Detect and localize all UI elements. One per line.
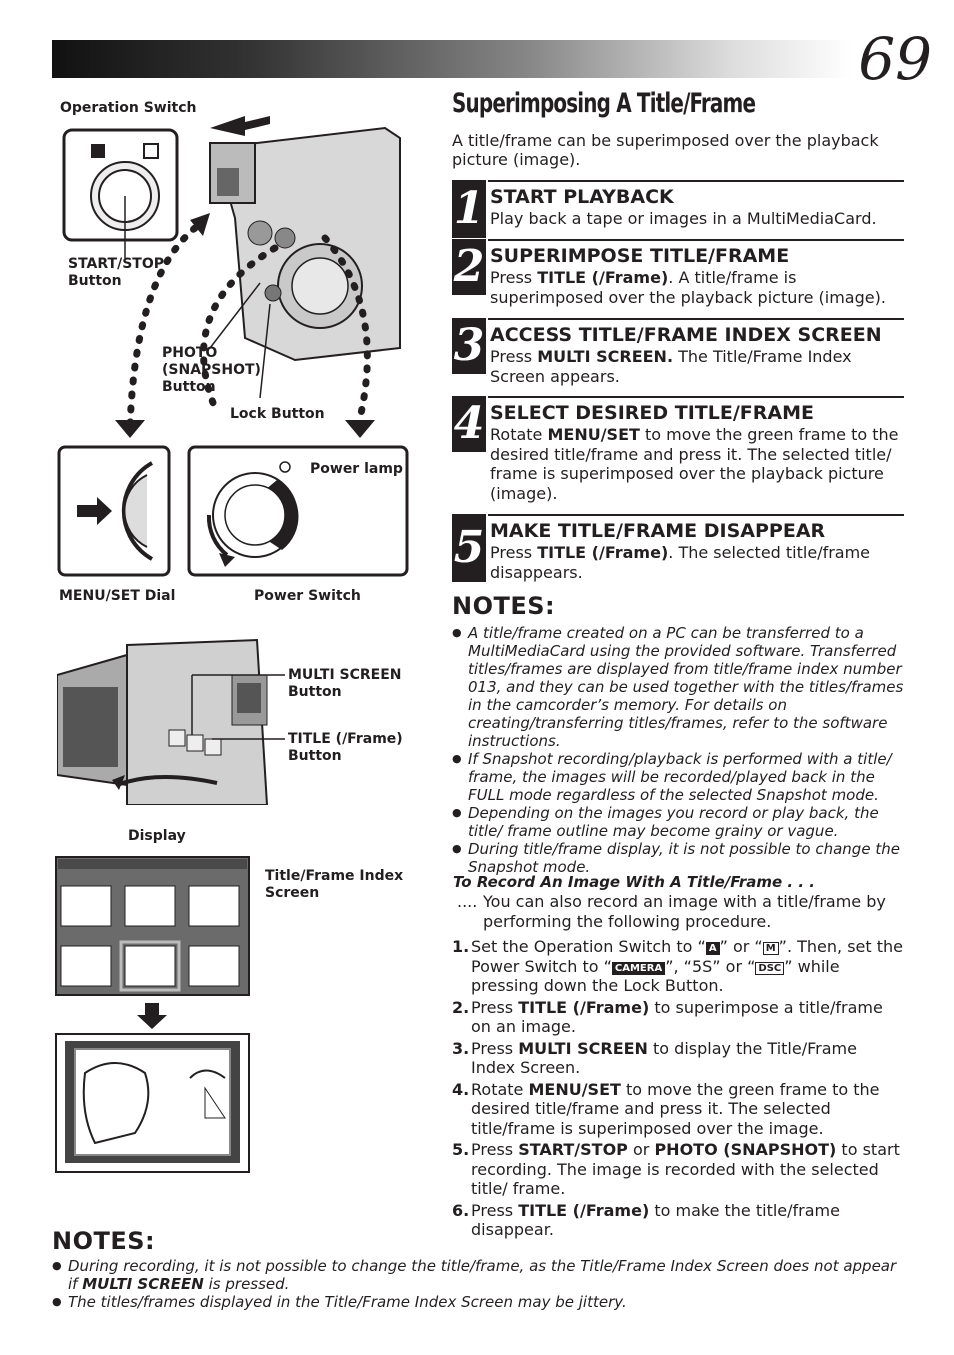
- procedure-item: 5.Press START/STOP or PHOTO (SNAPSHOT) t…: [452, 1140, 900, 1198]
- label-power-lamp: Power lamp: [310, 461, 403, 477]
- step-rule: [488, 514, 904, 516]
- step-heading: START PLAYBACK: [490, 186, 674, 208]
- record-intro: .... You can also record an image with a…: [457, 892, 886, 931]
- step-body: Press TITLE (/Frame). The selected title…: [490, 543, 871, 582]
- label-title-frame-button: TITLE (/Frame) Button: [288, 731, 403, 764]
- down-arrow-icon: [137, 1003, 167, 1029]
- procedure-list: 1.Set the Operation Switch to “A” or “M”…: [452, 937, 904, 1242]
- step-rule: [488, 239, 904, 241]
- note-item: If Snapshot recording/playback is perfor…: [452, 750, 904, 804]
- step-rule: [488, 396, 904, 398]
- note-item: During recording, it is not possible to …: [52, 1257, 902, 1293]
- step-number: 4: [452, 396, 486, 452]
- page-title: Superimposing A Title/Frame: [452, 88, 756, 119]
- step-1: 1 START PLAYBACK Play back a tape or ima…: [452, 180, 904, 238]
- manual-mode-icon: M: [762, 942, 779, 955]
- title-frame-index-screen: [55, 856, 250, 996]
- step-body: Rotate MENU/SET to move the green frame …: [490, 425, 899, 503]
- procedure-item: 4.Rotate MENU/SET to move the green fram…: [452, 1079, 880, 1138]
- procedure-item: 2.Press TITLE (/Frame) to superimpose a …: [452, 997, 883, 1037]
- label-power-switch: Power Switch: [254, 588, 361, 604]
- step-3: 3 ACCESS TITLE/FRAME INDEX SCREEN Press …: [452, 318, 904, 396]
- step-4: 4 SELECT DESIRED TITLE/FRAME Rotate MENU…: [452, 396, 904, 514]
- camcorder-lcd-illustration: [57, 638, 285, 805]
- step-number: 1: [452, 180, 486, 238]
- record-heading: To Record An Image With A Title/Frame . …: [453, 873, 815, 891]
- step-2: 2 SUPERIMPOSE TITLE/FRAME Press TITLE (/…: [452, 239, 904, 318]
- label-menu-set-dial: MENU/SET Dial: [59, 588, 176, 604]
- label-lock-button: Lock Button: [230, 406, 325, 422]
- step-number: 3: [452, 318, 486, 374]
- header-gradient-bar: [52, 40, 852, 78]
- auto-mode-icon: A: [705, 942, 720, 955]
- label-operation-switch: Operation Switch: [60, 100, 197, 116]
- note-item: A title/frame created on a PC can be tra…: [452, 624, 904, 750]
- bottom-notes-heading: NOTES:: [52, 1227, 156, 1255]
- bottom-notes-list: During recording, it is not possible to …: [52, 1257, 902, 1311]
- power-switch-illustration: [187, 445, 409, 577]
- page-number: 69: [858, 25, 932, 93]
- label-start-stop-button: START/STOP Button: [68, 256, 164, 289]
- intro-text: A title/frame can be superimposed over t…: [452, 131, 879, 169]
- step-rule: [488, 318, 904, 320]
- step-heading: ACCESS TITLE/FRAME INDEX SCREEN: [490, 324, 882, 346]
- step-heading: SUPERIMPOSE TITLE/FRAME: [490, 245, 790, 267]
- step-number: 2: [452, 239, 486, 295]
- procedure-item: 3.Press MULTI SCREEN to display the Titl…: [452, 1038, 857, 1078]
- label-index-screen: Title/Frame Index Screen: [265, 868, 404, 901]
- notes-list: A title/frame created on a PC can be tra…: [452, 624, 904, 876]
- camcorder-top-illustration: [62, 116, 401, 438]
- label-display: Display: [128, 828, 186, 844]
- note-item: During title/frame display, it is not po…: [452, 840, 904, 876]
- note-item: The titles/frames displayed in the Title…: [52, 1293, 902, 1311]
- camera-mode-icon: CAMERA: [611, 961, 666, 975]
- label-multi-screen-button: MULTI SCREEN Button: [288, 667, 402, 700]
- step-body: Press TITLE (/Frame). A title/frame is s…: [490, 268, 886, 307]
- step-5: 5 MAKE TITLE/FRAME DISAPPEAR Press TITLE…: [452, 514, 904, 584]
- step-heading: SELECT DESIRED TITLE/FRAME: [490, 402, 814, 424]
- dsc-mode-icon: DSC: [755, 961, 785, 975]
- step-number: 5: [452, 514, 486, 582]
- superimposed-image-illustration: [55, 1033, 250, 1173]
- menu-set-dial-illustration: [57, 445, 171, 577]
- procedure-item: 6.Press TITLE (/Frame) to make the title…: [452, 1200, 840, 1240]
- procedure-item: 1.Set the Operation Switch to “A” or “M”…: [452, 937, 903, 995]
- step-body: Press MULTI SCREEN. The Title/Frame Inde…: [490, 347, 852, 386]
- step-body: Play back a tape or images in a MultiMed…: [490, 209, 877, 228]
- step-rule: [488, 180, 904, 182]
- step-heading: MAKE TITLE/FRAME DISAPPEAR: [490, 520, 826, 542]
- notes-heading: NOTES:: [452, 592, 556, 620]
- label-photo-button: PHOTO (SNAPSHOT) Button: [162, 345, 261, 395]
- note-item: Depending on the images you record or pl…: [452, 804, 904, 840]
